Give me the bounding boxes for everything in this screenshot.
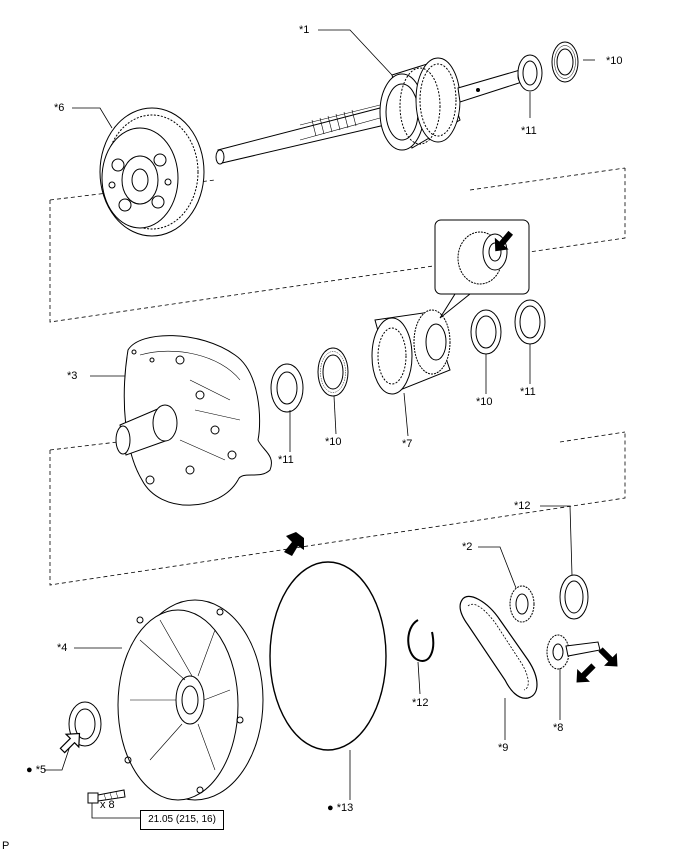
- corner-letter: P: [2, 840, 10, 852]
- callout-13: ● *13: [327, 802, 353, 814]
- drive-sprocket: [509, 585, 535, 623]
- bolt-count: x 8: [100, 799, 115, 811]
- callout-7: *7: [402, 438, 413, 450]
- bullet-dot-icon: ●: [327, 802, 334, 814]
- callout-12-bottom: *12: [412, 697, 429, 709]
- input-shaft-assembly: [215, 57, 525, 165]
- callout-6: *6: [54, 102, 65, 114]
- leader-lines: [44, 29, 595, 819]
- callout-12-top: *12: [514, 500, 531, 512]
- thrust-washers-top: [517, 41, 579, 92]
- callout-9: *9: [498, 742, 509, 754]
- sun-gear-assembly: [371, 309, 451, 395]
- callout-11-left: *11: [278, 454, 294, 466]
- oil-pump-housing: [115, 335, 272, 506]
- driven-sprocket: [546, 634, 601, 670]
- callout-10-top: *10: [606, 55, 623, 67]
- arrow-icon: [284, 230, 618, 683]
- planetary-gear-unit: [99, 107, 205, 237]
- callout-13-text: *13: [336, 802, 354, 814]
- torque-spec-box: 21.05 (215, 16): [140, 810, 224, 830]
- callout-3: *3: [67, 370, 78, 382]
- bullet-dot-icon: ●: [26, 764, 33, 776]
- callout-10-right: *10: [476, 396, 493, 408]
- callout-5-text: *5: [35, 764, 47, 776]
- hollow-arrow-icon: [59, 732, 81, 754]
- callout-8: *8: [553, 722, 564, 734]
- callout-1: *1: [299, 24, 310, 36]
- callout-4: *4: [57, 642, 68, 654]
- callout-2: *2: [462, 541, 473, 553]
- snap-rings: [407, 574, 589, 662]
- pump-cover: [117, 599, 264, 801]
- callout-11-top: *11: [521, 125, 537, 137]
- callout-5: ● *5: [26, 764, 46, 776]
- o-ring: [269, 561, 387, 751]
- thrust-washers-mid: [270, 299, 546, 413]
- bolt: [87, 789, 126, 804]
- callout-10-mid: *10: [325, 436, 342, 448]
- assembly-box-upper: [49, 167, 626, 323]
- detail-callout-box: [434, 219, 530, 319]
- callout-11-right: *11: [520, 386, 536, 398]
- drive-chain: [459, 595, 538, 699]
